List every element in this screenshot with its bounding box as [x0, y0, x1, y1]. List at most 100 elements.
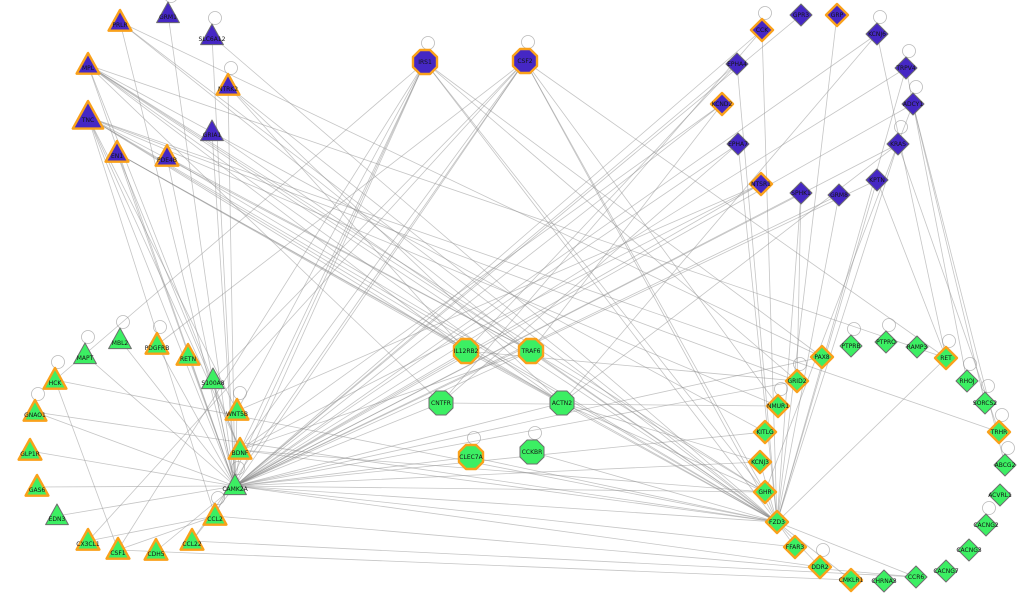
edge-pt4-go1 — [87, 64, 467, 352]
node-mapt[interactable]: MAPT — [73, 342, 97, 365]
diamond-glyph — [874, 330, 898, 354]
node-traf6[interactable]: TRAF6 — [517, 337, 545, 365]
node-cntfr[interactable]: CNTFR — [428, 390, 454, 416]
node-ffar3[interactable]: FFAR3 — [782, 534, 808, 560]
diamond-glyph — [752, 479, 778, 505]
node-cck[interactable]: CCK — [749, 17, 775, 43]
triangle-glyph — [154, 143, 180, 167]
node-en1[interactable]: EN1 — [104, 139, 130, 163]
triangle-glyph — [42, 366, 68, 390]
edge-go3-gt12 — [234, 402, 442, 487]
node-ptpro[interactable]: PTPRO — [874, 330, 898, 354]
edge-pt6-gd6 — [87, 116, 798, 382]
edge-go6-gd16 — [531, 451, 778, 523]
triangle-glyph — [175, 342, 201, 366]
self-loop-gt7 — [31, 387, 45, 401]
node-csf1[interactable]: CSF1 — [105, 536, 131, 560]
edge-gt10-gd14 — [239, 449, 766, 493]
node-prlr[interactable]: PRLR — [107, 8, 133, 32]
edge-pd5-go1 — [465, 63, 738, 352]
node-irs1[interactable]: IRS1 — [411, 48, 439, 76]
triangle-glyph — [75, 51, 101, 75]
edge-pd10-gd16 — [776, 143, 899, 523]
edge-go5-gt12 — [234, 456, 472, 487]
node-csf2[interactable]: CSF2 — [511, 47, 539, 75]
node-cckbr[interactable]: CCKBR — [519, 439, 545, 465]
node-epha7[interactable]: EPHA7 — [726, 132, 750, 156]
node-pdgfrb[interactable]: PDGFRB — [144, 331, 170, 355]
node-ccl22[interactable]: CCL22 — [179, 527, 205, 551]
edge-gt1-gt12 — [119, 339, 236, 487]
edge-go2-gd14 — [530, 350, 766, 493]
triangle-glyph — [107, 8, 133, 32]
node-sorcs2[interactable]: SORCS2 — [973, 391, 997, 415]
edge-gt12-gd18 — [234, 485, 796, 548]
diamond-glyph — [993, 453, 1017, 477]
node-actn2[interactable]: ACTN2 — [549, 390, 575, 416]
node-ntsr1[interactable]: NTSR1 — [748, 171, 774, 197]
edge-gd16-gd22 — [776, 521, 852, 581]
edge-go1-gt12 — [234, 350, 467, 487]
node-ccr6[interactable]: CCR6 — [904, 565, 928, 589]
node-kras[interactable]: KRAS — [886, 132, 910, 156]
edge-pt6-gd11 — [87, 116, 1000, 433]
diamond-glyph — [865, 168, 889, 192]
node-ptprb[interactable]: PTPRB — [839, 334, 863, 358]
node-cdh5[interactable]: CDH5 — [143, 537, 169, 561]
node-grm1[interactable]: GRM1 — [156, 1, 180, 24]
node-trhr[interactable]: TRHR — [986, 419, 1012, 445]
node-glp1r[interactable]: GLP1R — [17, 437, 43, 461]
edge-gt17-gt12 — [155, 485, 236, 552]
node-ramp3[interactable]: RAMP3 — [905, 335, 929, 359]
node-wnt5b[interactable]: WNT5B — [224, 397, 250, 421]
node-cacng3[interactable]: CACNG3 — [956, 538, 982, 562]
node-ccl2[interactable]: CCL2 — [202, 502, 228, 526]
node-kitlg[interactable]: KITLG — [752, 419, 778, 445]
node-clec7a[interactable]: CLEC7A — [457, 443, 485, 471]
node-hck[interactable]: HCK — [42, 366, 68, 390]
edge-po2-gt3 — [156, 60, 526, 346]
node-adcy1[interactable]: ADCY1 — [901, 92, 925, 116]
edge-pt8-gt10 — [116, 152, 241, 451]
edge-pt8-go4 — [116, 152, 563, 404]
edge-pd8-gd14 — [764, 103, 914, 493]
node-mpl[interactable]: MPL — [75, 51, 101, 75]
node-kcnj6[interactable]: KCNJ6 — [865, 22, 889, 46]
node-gas6[interactable]: GAS6 — [24, 473, 50, 497]
edge-po2-gt12 — [234, 60, 526, 487]
node-gria1[interactable]: GRIA1 — [200, 119, 224, 142]
edge-gt12-gd20 — [234, 485, 821, 568]
node-kcnd2[interactable]: KCND2 — [709, 91, 735, 117]
node-slc6a12[interactable]: SLC6A12 — [199, 23, 226, 46]
edge-gt12-gd14 — [234, 485, 766, 493]
node-kptn[interactable]: KPTN — [865, 168, 889, 192]
node-cacng7[interactable]: CACNG7 — [933, 559, 959, 583]
edge-gt12-gd4 — [234, 356, 823, 487]
octagon-glyph — [457, 443, 485, 471]
node-il12rb2[interactable]: IL12RB2 — [452, 337, 480, 365]
node-sphk1[interactable]: SPHK1 — [789, 181, 813, 205]
edge-pd12-gd6 — [796, 192, 802, 382]
node-abcg2[interactable]: ABCG2 — [993, 453, 1017, 477]
edge-pd12-gd16 — [776, 192, 802, 523]
node-trpv4[interactable]: TRPV4 — [894, 56, 918, 80]
node-grm8[interactable]: GRM8 — [827, 183, 851, 207]
node-gpr3[interactable]: GPR3 — [789, 3, 813, 27]
node-rhoj[interactable]: RHOJ — [955, 369, 979, 393]
node-tnc[interactable]: TNC — [71, 99, 105, 130]
node-cacng2[interactable]: CACNG2 — [973, 513, 999, 537]
triangle-glyph — [200, 23, 224, 46]
node-pax8[interactable]: PAX8 — [809, 344, 835, 370]
edge-pt6-gt14 — [87, 116, 216, 517]
node-acvrl1[interactable]: ACVRL1 — [988, 483, 1012, 507]
edge-gt13-gt12 — [56, 485, 236, 517]
edge-gt7-gd16 — [34, 411, 778, 523]
node-grp[interactable]: GRP — [824, 2, 850, 28]
node-gnao1[interactable]: GNAO1 — [22, 398, 48, 422]
node-ghr[interactable]: GHR — [752, 479, 778, 505]
triangle-glyph — [156, 1, 180, 24]
edge-go2-gd16 — [530, 350, 778, 523]
edge-gt5-gt16 — [54, 379, 119, 551]
edge-pt4-gd16 — [87, 64, 778, 523]
